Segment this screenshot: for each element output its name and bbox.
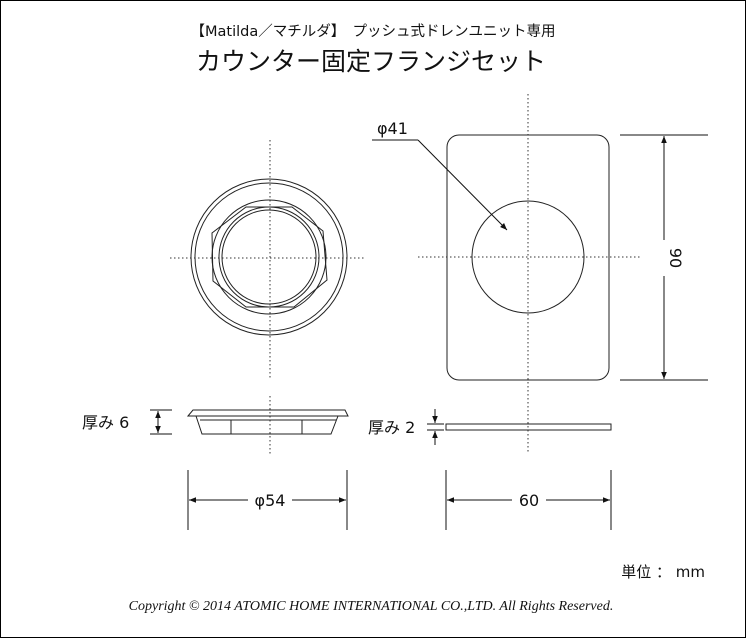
flange-outer-rim [190,178,348,336]
flange-thickness-dimension: 厚み 6 [82,409,172,435]
flange-top-view [170,140,366,378]
flange-rim-inner [194,182,344,332]
flange-bore [218,206,320,308]
plate-side-view [445,423,612,431]
plate-width-label: 60 [519,491,539,510]
plate-width-dimension: 60 [445,470,612,530]
flange-inner-ring [211,199,327,315]
flange-diameter-label: φ54 [255,491,286,510]
hole-diameter-label: φ41 [377,119,408,138]
copyright-notice: Copyright © 2014 ATOMIC HOME INTERNATION… [129,599,614,614]
plate-height-dimension: 90 [620,134,708,381]
plate-height-label: 90 [666,248,685,268]
flange-thickness-label: 厚み 6 [82,413,129,432]
drawing-title: カウンター固定フランジセット [196,47,546,76]
plate-outline [446,134,610,381]
flange-diameter-dimension: φ54 [187,470,348,530]
plate-front-view [418,94,642,452]
unit-label: 単位 ： mm [621,563,705,581]
drawing-subtitle: 【Matilda／マチルダ】 プッシュ式ドレンユニット専用 [191,23,556,40]
plate-thickness-dimension: 厚み 2 [368,409,444,445]
plate-hole [471,200,585,314]
flange-side-view [186,396,349,456]
flange-bore-inner [221,209,317,305]
hole-diameter-leader: φ41 [372,119,508,231]
plate-edge [445,423,612,431]
plate-thickness-label: 厚み 2 [368,418,415,437]
